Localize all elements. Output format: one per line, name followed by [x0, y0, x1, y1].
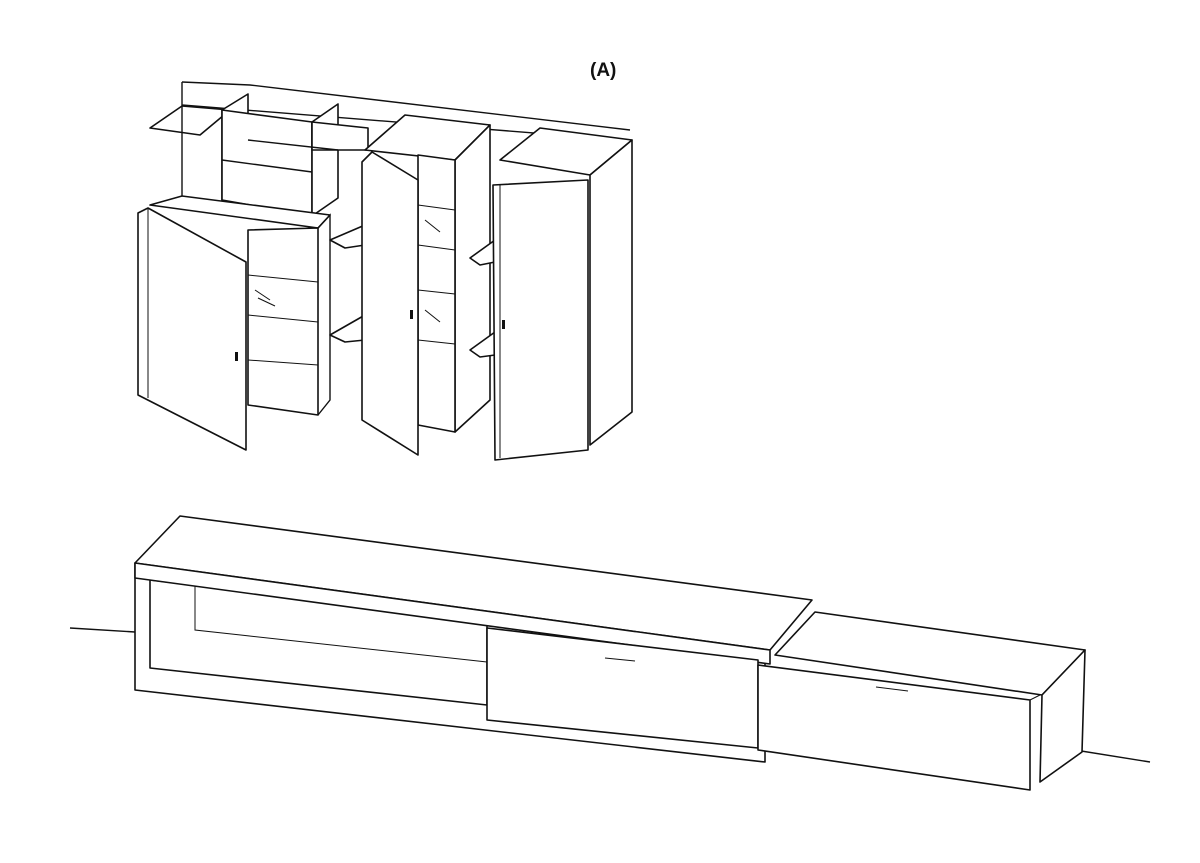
- door-handle-icon: [502, 320, 505, 329]
- left-cabinet-door: [137, 207, 247, 451]
- tv-bench-large: [134, 515, 813, 763]
- right-shelves: [469, 239, 496, 358]
- open-shelf-frame: [149, 81, 631, 217]
- left-cabinet: [137, 195, 331, 451]
- right-cabinet-door: [492, 179, 589, 461]
- door-handle-icon: [410, 310, 413, 319]
- floor-line: [69, 627, 1151, 763]
- drawer-front: [757, 664, 1031, 791]
- door-handle-icon: [235, 352, 238, 361]
- right-cabinet: [492, 127, 633, 461]
- figure-label: (A): [590, 60, 617, 81]
- wall-unit: [137, 81, 633, 461]
- middle-cabinet: [361, 114, 491, 456]
- middle-cabinet-door: [361, 151, 419, 456]
- middle-shelves: [329, 224, 366, 343]
- tv-bench-small: [757, 611, 1086, 791]
